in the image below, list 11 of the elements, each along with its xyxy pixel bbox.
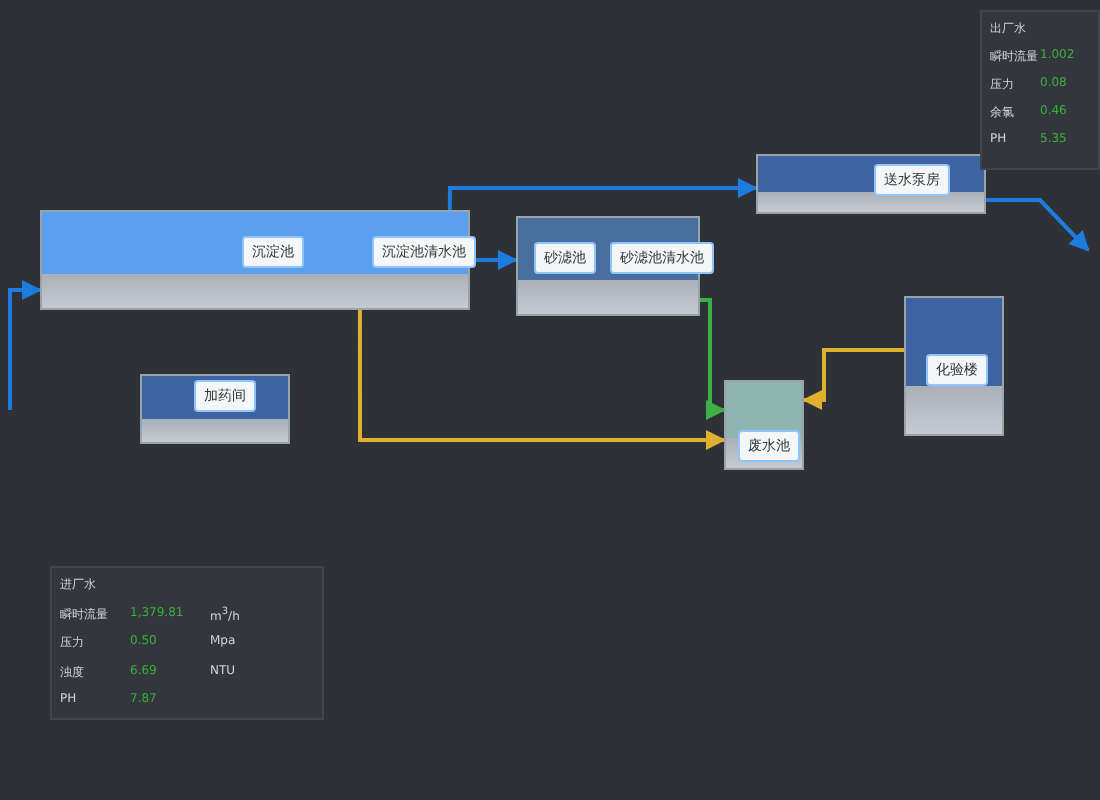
pipe-arrow <box>357 310 726 451</box>
pipe-arrow <box>8 280 42 410</box>
pipe-arrow <box>986 198 1090 252</box>
building <box>756 154 986 214</box>
building <box>140 374 290 444</box>
pipe-arrow <box>700 298 726 420</box>
building <box>724 380 804 470</box>
pipe-arrow <box>447 178 758 210</box>
pipe-arrow <box>802 348 904 410</box>
building <box>904 296 1004 436</box>
building <box>40 210 470 310</box>
